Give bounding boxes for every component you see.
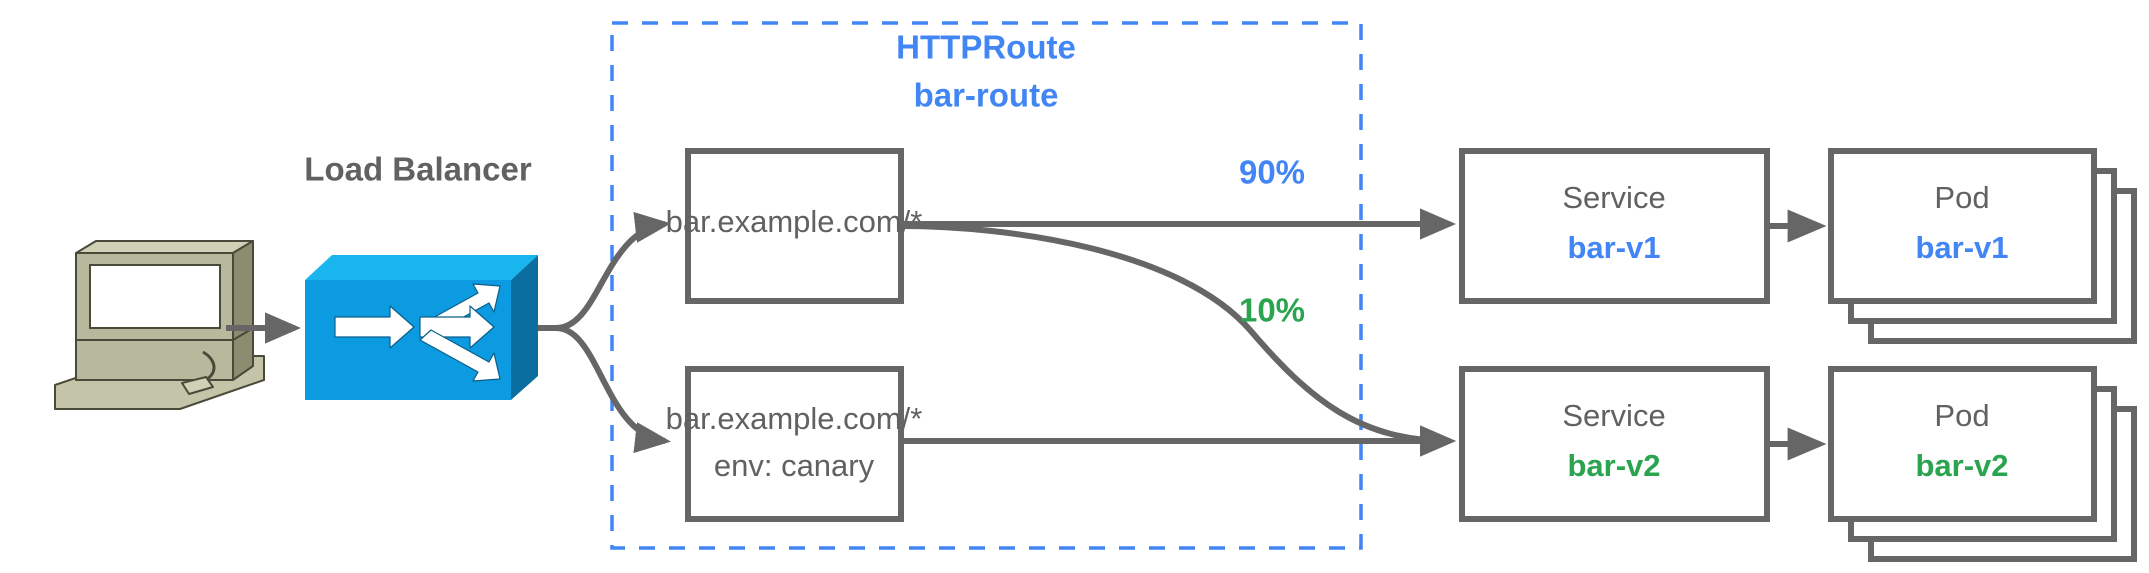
rule-primary-line1: bar.example.com/* (666, 204, 923, 239)
pod-kind-label-v1: Pod (1934, 180, 1989, 215)
pod-box-bar-v1[interactable] (1828, 148, 2097, 304)
service-kind-label-v1: Service (1562, 180, 1665, 215)
edge-lb-to-rule-canary (538, 325, 671, 454)
weight-label-90: 90% (1239, 154, 1305, 191)
httproute-kind-label: HTTPRoute (896, 29, 1076, 66)
pod-kind-label-v2: Pod (1934, 398, 1989, 433)
pod-name-label-v2: bar-v2 (1915, 448, 2008, 483)
rule-canary-line1: bar.example.com/* (666, 401, 923, 436)
service-name-label-v1: bar-v1 (1567, 230, 1660, 265)
pod-name-label-v1: bar-v1 (1915, 230, 2008, 265)
edge-rule-primary-to-service-v2 (900, 223, 1456, 457)
pod-box-bar-v2[interactable] (1828, 366, 2097, 522)
rule-box-canary[interactable] (685, 366, 904, 522)
rule-canary-line2: env: canary (714, 448, 875, 483)
service-kind-label-v2: Service (1562, 398, 1665, 433)
weight-label-10: 10% (1239, 292, 1305, 329)
service-name-label-v2: bar-v2 (1567, 448, 1660, 483)
httproute-boundary (610, 21, 1363, 550)
load-balancer-label: Load Balancer (304, 151, 532, 188)
edge-lb-to-rule-primary (538, 211, 671, 331)
rule-box-primary[interactable] (685, 148, 904, 304)
load-balancer-switch-icon (305, 255, 538, 400)
service-box-bar-v1[interactable] (1459, 148, 1770, 304)
workstation-icon (54, 240, 265, 410)
service-box-bar-v2[interactable] (1459, 366, 1770, 522)
httproute-name-label: bar-route (914, 77, 1059, 114)
